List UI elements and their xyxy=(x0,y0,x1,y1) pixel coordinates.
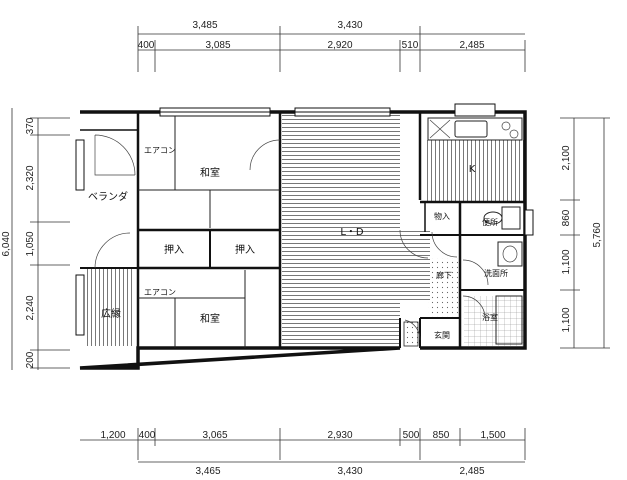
dim-bottom-inner-6: 850 xyxy=(433,430,450,441)
wash-basin xyxy=(497,241,523,267)
dim-left-2: 2,320 xyxy=(25,165,36,190)
genkan-step xyxy=(403,321,419,347)
dimension-top-outer: 3,485 3,430 xyxy=(137,20,525,72)
dim-left-total: 6,040 xyxy=(1,231,12,256)
kitchen-flooring xyxy=(424,140,524,202)
dim-right-1: 2,100 xyxy=(561,145,572,170)
dim-right-3: 1,100 xyxy=(561,249,572,274)
doors xyxy=(94,134,489,341)
dimension-right: 2,100 860 1,100 1,100 5,760 xyxy=(560,117,610,349)
label-oshiire-2: 押入 xyxy=(235,243,255,256)
toilet-fixture xyxy=(483,206,521,230)
label-hallway: 廊下 xyxy=(436,270,452,280)
dim-right-4: 1,100 xyxy=(561,307,572,332)
bathroom-tiles xyxy=(464,296,524,346)
dim-right-2: 860 xyxy=(561,209,572,226)
dim-top-inner-4: 510 xyxy=(402,40,419,51)
windows xyxy=(75,103,534,336)
dim-top-inner-3: 2,920 xyxy=(327,40,352,51)
dimension-left: 370 2,320 1,050 2,240 200 6,040 xyxy=(1,108,70,370)
dim-bottom-inner-2: 400 xyxy=(139,430,156,441)
dim-top-inner-1: 400 xyxy=(138,40,155,51)
label-ldk: L・D xyxy=(340,227,364,238)
ldk-extension-flooring xyxy=(400,230,430,302)
dim-right-total: 5,760 xyxy=(592,222,603,247)
dim-left-3: 1,050 xyxy=(25,231,36,256)
label-toilet: 便所 xyxy=(482,217,498,227)
label-aircon-top: エアコン xyxy=(144,146,176,155)
dim-bottom-outer-1: 3,465 xyxy=(195,466,220,477)
hiroen-flooring xyxy=(86,268,134,346)
bathtub xyxy=(495,295,523,345)
dim-bottom-inner-3: 3,065 xyxy=(202,430,227,441)
label-washitsu-top: 和室 xyxy=(200,166,220,179)
ldk-flooring xyxy=(282,112,400,348)
label-kitchen: K xyxy=(469,164,476,175)
label-bathroom: 浴室 xyxy=(482,312,498,322)
kitchen-counter xyxy=(427,117,523,141)
interior-walls xyxy=(80,112,525,350)
label-oshiire-1: 押入 xyxy=(164,243,184,256)
dim-left-1: 370 xyxy=(25,117,36,134)
dim-top-outer-1: 3,485 xyxy=(192,20,217,31)
dimension-top-inner: 400 3,085 2,920 510 2,485 xyxy=(138,40,526,72)
dim-top-inner-5: 2,485 xyxy=(459,40,484,51)
label-storage: 物入 xyxy=(434,211,450,221)
dim-left-4: 2,240 xyxy=(25,295,36,320)
dimension-bottom-inner: 1,200 400 3,065 2,930 500 850 1,500 xyxy=(80,428,526,460)
label-washitsu-bottom: 和室 xyxy=(200,312,220,325)
dim-top-inner-2: 3,085 xyxy=(205,40,230,51)
dimension-bottom-outer: 3,465 3,430 2,485 xyxy=(138,461,525,477)
dim-bottom-outer-3: 2,485 xyxy=(459,466,484,477)
dim-top-outer-2: 3,430 xyxy=(337,20,362,31)
dim-bottom-inner-4: 2,930 xyxy=(327,430,352,441)
dim-bottom-inner-1: 1,200 xyxy=(100,430,125,441)
dim-left-5: 200 xyxy=(25,351,36,368)
dim-bottom-inner-5: 500 xyxy=(403,430,420,441)
tatami-mats xyxy=(138,116,280,348)
label-aircon-bottom: エアコン xyxy=(144,288,176,297)
label-hiroen: 広縁 xyxy=(101,307,121,320)
label-entrance: 玄関 xyxy=(434,330,450,340)
dim-bottom-outer-2: 3,430 xyxy=(337,466,362,477)
hallway-flooring xyxy=(428,258,458,318)
dim-bottom-inner-7: 1,500 xyxy=(480,430,505,441)
label-veranda: ベランダ xyxy=(88,190,128,203)
label-washroom: 洗面所 xyxy=(484,268,508,278)
